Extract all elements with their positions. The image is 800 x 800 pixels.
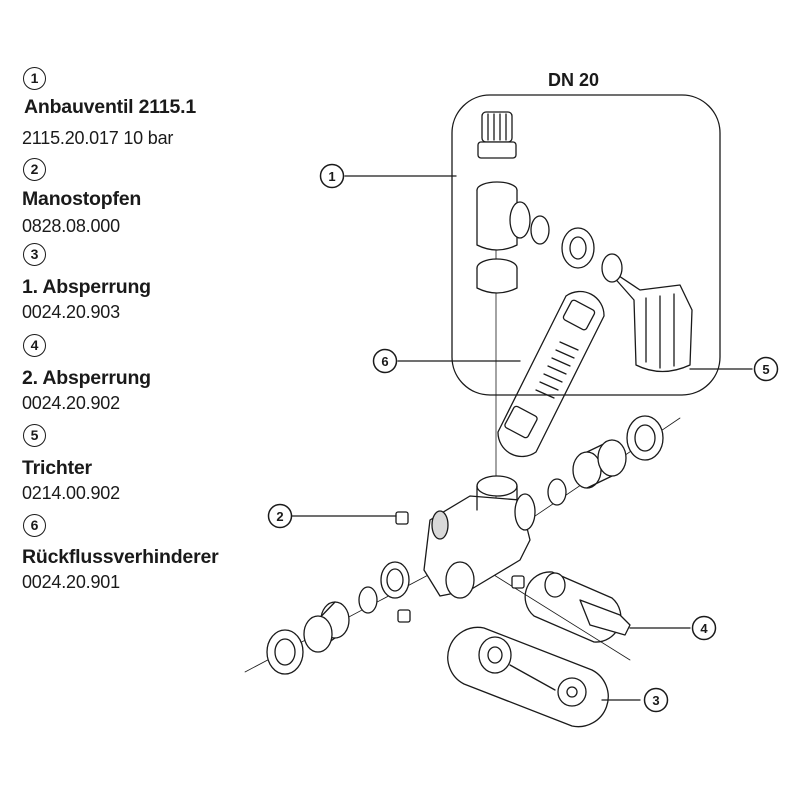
right-threaded-nipple [572,439,627,489]
legend-number-5: 5 [23,424,46,447]
mano-plug-bottom [397,609,411,623]
legend-number-3: 3 [23,243,46,266]
legend-title-3: 1. Absperrung [22,276,151,298]
left-gasket [358,586,378,614]
legend-number-2: 2 [23,158,46,181]
left-threaded-nipple [380,561,410,599]
right-gasket [547,478,567,506]
check-valve-group-outline [497,290,605,458]
check-valve-insert [504,299,596,439]
callout-number-2: 2 [276,509,283,524]
legend-title-1: Anbauventil 2115.1 [24,96,196,118]
main-tee-body [423,475,536,599]
legend-code-6: 0024.20.901 [22,572,120,592]
assembly-group-outline [451,94,721,396]
legend-number-6: 6 [23,514,46,537]
callout-circle-1 [319,163,345,189]
parts-legend: 1 Anbauventil 2115.1 2115.20.017 10 bar … [0,0,300,620]
legend-code-2: 0828.08.000 [22,216,120,236]
first-shutoff-group-outline [447,626,609,728]
legend-code-5: 0214.00.902 [22,483,120,503]
safety-valve-body [476,181,550,251]
legend-number-4: 4 [23,334,46,357]
mano-plug-right [511,575,525,589]
second-shutoff-group-outline [524,571,622,643]
callout-circle-6 [372,348,398,374]
callout-number-5: 5 [762,362,769,377]
right-union-nut [626,415,664,461]
legend-number-1: 1 [23,67,46,90]
callout-number-1: 1 [328,169,335,184]
callout-number-6: 6 [381,354,388,369]
mano-plug-top [395,511,409,525]
legend-title-5: Trichter [22,457,92,479]
callout-circle-5 [753,356,779,382]
legend-code-1: 2115.20.017 10 bar [22,128,174,148]
safety-valve-cap [477,111,517,159]
dn-size-label: DN 20 [548,70,600,90]
callout-circle-4 [691,615,717,641]
legend-title-4: 2. Absperrung [22,367,151,389]
union-nut-top [476,258,518,294]
callout-number-3: 3 [652,693,659,708]
legend-code-4: 0024.20.902 [22,393,120,413]
left-union-nut [266,629,304,675]
first-shutoff-part [478,636,587,707]
callout-circle-2 [267,503,293,529]
legend-title-6: Rückflussverhinderer [22,546,219,568]
left-nipple [303,601,350,653]
callout-circle-3 [643,687,669,713]
callout-number-4: 4 [700,621,708,636]
funnel-part [601,253,693,373]
second-shutoff-part [544,572,631,636]
legend-code-3: 0024.20.903 [22,302,120,322]
leader-lines [291,175,753,701]
union-nut-right [561,227,595,269]
legend-title-2: Manostopfen [22,188,142,210]
